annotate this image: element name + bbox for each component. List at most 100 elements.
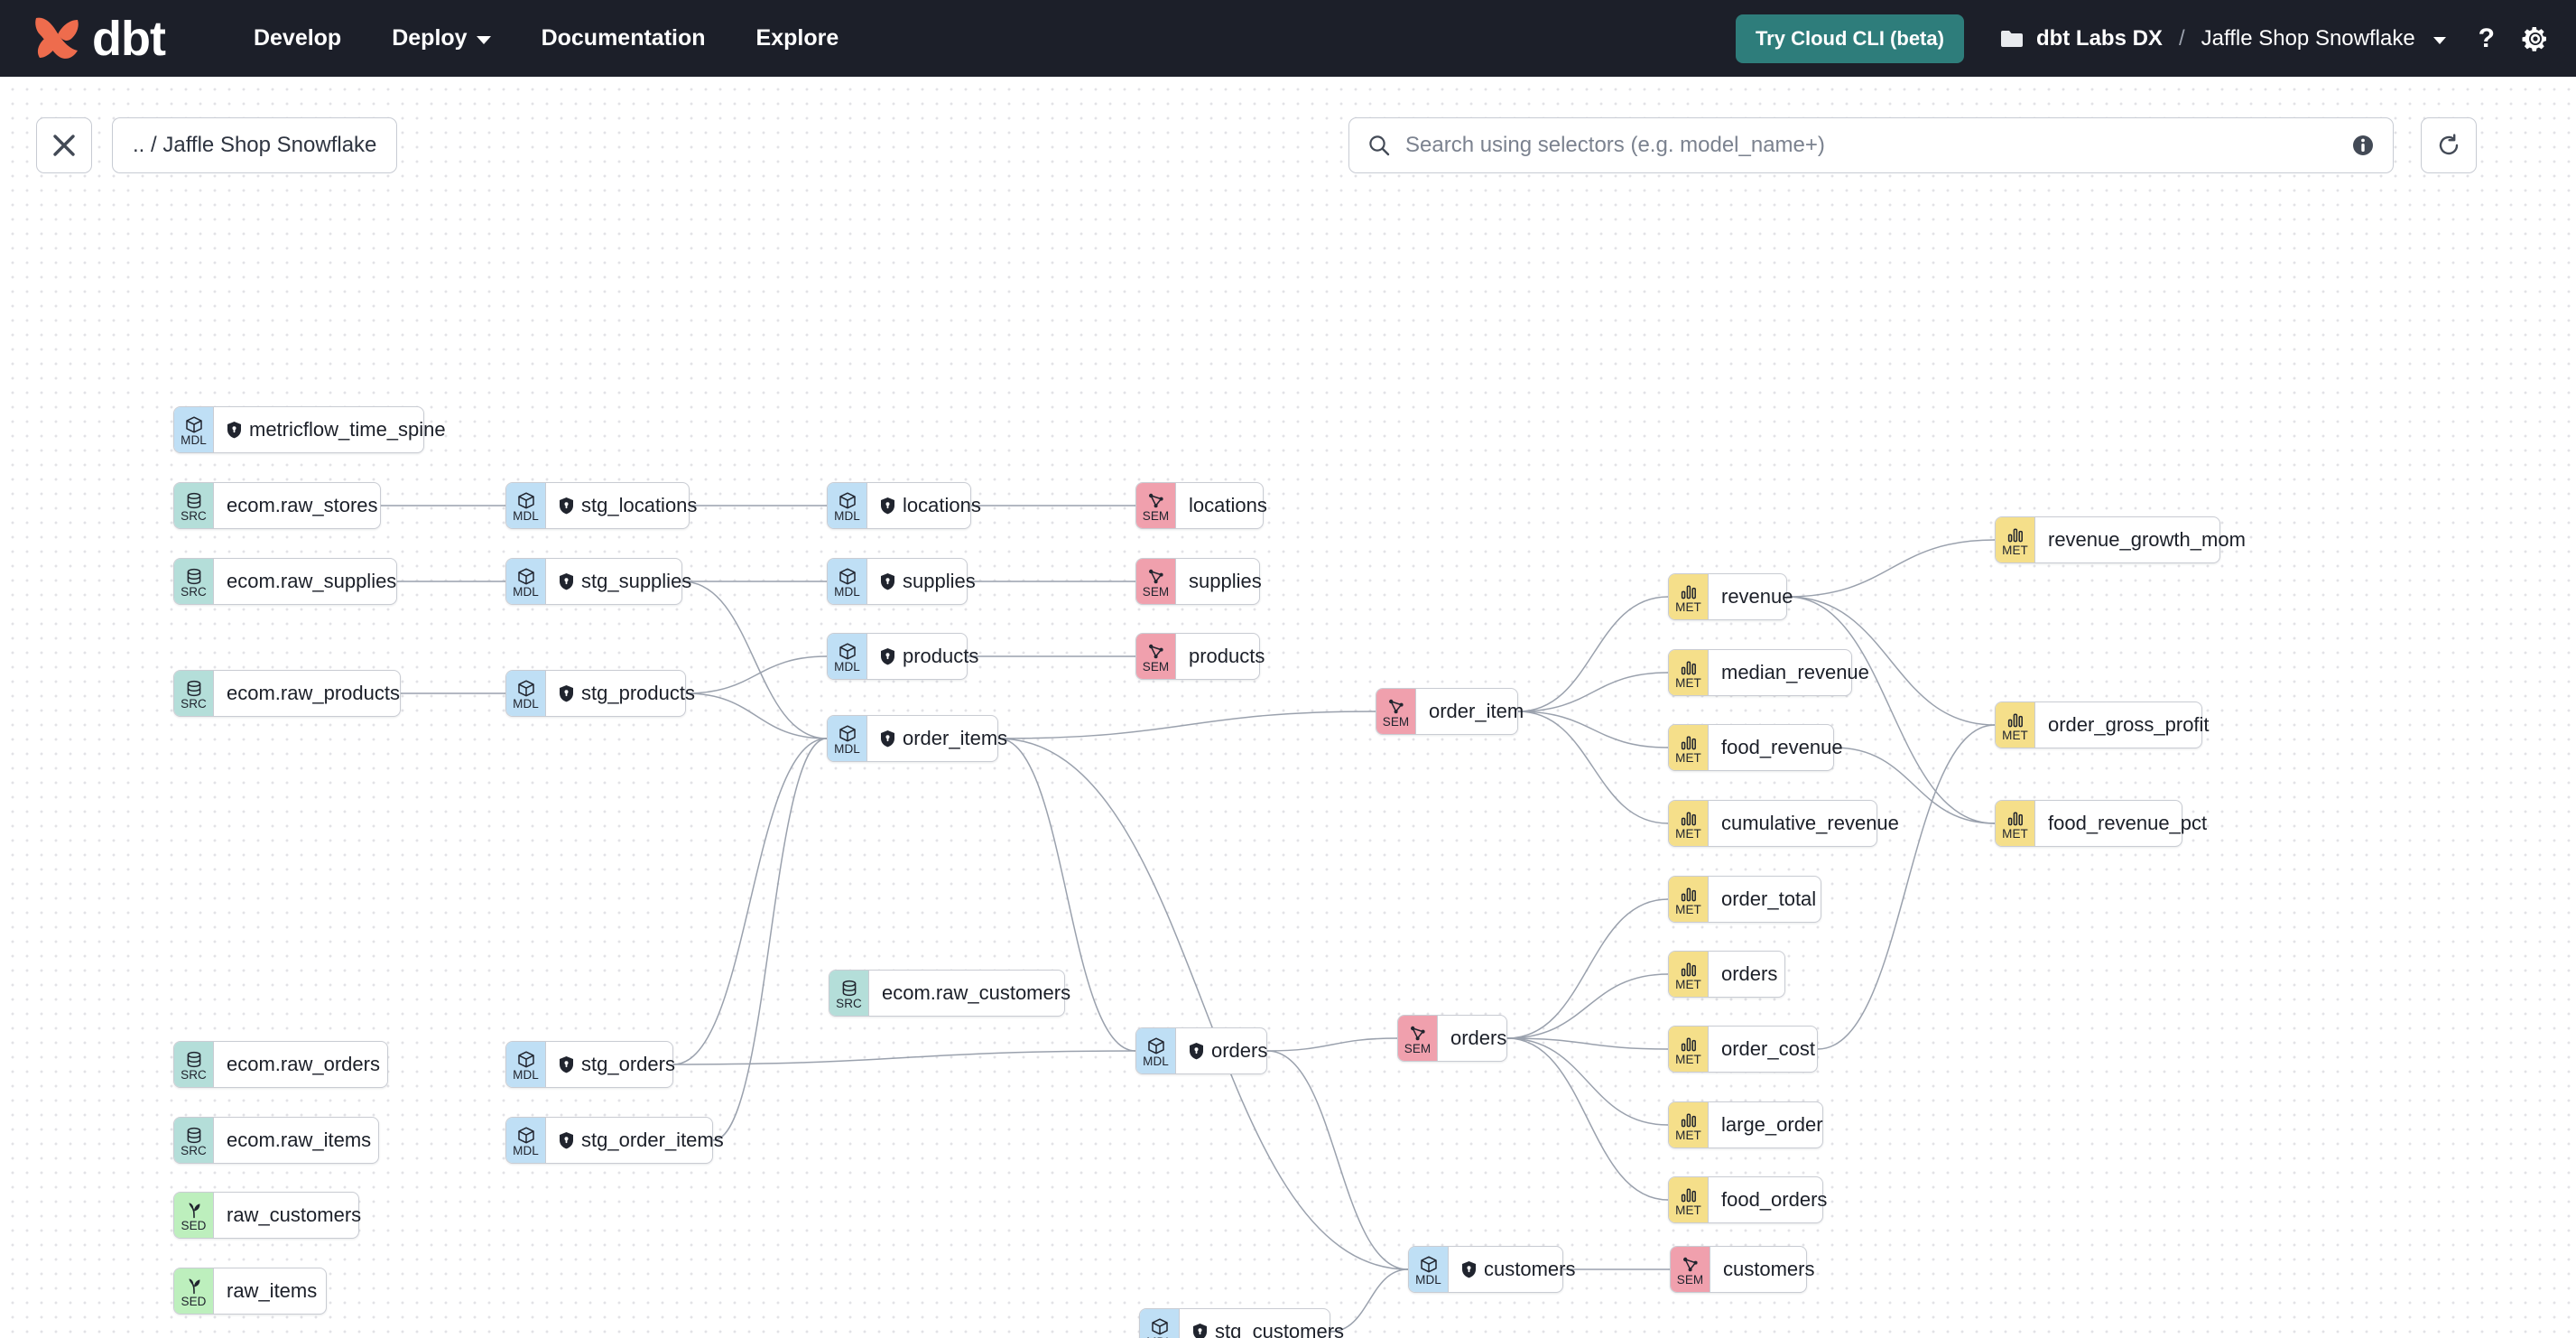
breadcrumb[interactable]: .. / Jaffle Shop Snowflake bbox=[112, 117, 398, 173]
lineage-node-ecom-raw-products[interactable]: SRC ecom.raw_products bbox=[173, 670, 401, 717]
node-type-badge-mdl: MDL bbox=[506, 671, 546, 716]
refresh-button[interactable] bbox=[2421, 117, 2477, 173]
lineage-node-orders-mdl[interactable]: MDL orders bbox=[1135, 1027, 1267, 1074]
database-icon bbox=[839, 979, 859, 998]
network-icon bbox=[1408, 1024, 1428, 1043]
node-body: orders bbox=[1438, 1016, 1521, 1061]
lineage-canvas[interactable]: MDL metricflow_time_spine SRC ecom.raw_s… bbox=[0, 77, 2576, 1338]
node-type-label: SRC bbox=[181, 585, 207, 599]
lineage-node-met-order-cost[interactable]: MET order_cost bbox=[1668, 1026, 1818, 1073]
lineage-node-ecom-raw-supplies[interactable]: SRC ecom.raw_supplies bbox=[173, 558, 397, 605]
lineage-node-met-large-order[interactable]: MET large_order bbox=[1668, 1101, 1823, 1148]
lineage-node-ecom-raw-orders[interactable]: SRC ecom.raw_orders bbox=[173, 1041, 388, 1088]
node-label: stg_locations bbox=[581, 494, 698, 516]
lineage-node-met-order-gross-profit[interactable]: MET order_gross_profit bbox=[1995, 702, 2210, 748]
info-icon[interactable] bbox=[2351, 134, 2375, 157]
node-body: stg_orders bbox=[546, 1042, 690, 1087]
node-label: ecom.raw_orders bbox=[227, 1053, 380, 1075]
close-button[interactable] bbox=[36, 117, 92, 173]
nav-item-develop-label: Develop bbox=[253, 25, 342, 51]
lineage-node-met-food-orders[interactable]: MET food_orders bbox=[1668, 1176, 1827, 1223]
lineage-node-stg-orders[interactable]: MDL stg_orders bbox=[505, 1041, 675, 1088]
cube-icon bbox=[1419, 1255, 1439, 1274]
node-label: order_total bbox=[1721, 887, 1817, 910]
account-project-breadcrumb[interactable]: dbt Labs DX / Jaffle Shop Snowflake bbox=[2000, 26, 2446, 51]
node-type-badge-src: SRC bbox=[174, 671, 214, 716]
node-label: food_orders bbox=[1721, 1188, 1828, 1211]
node-body: metricflow_time_spine bbox=[214, 407, 460, 452]
node-type-label: MET bbox=[2002, 827, 2028, 841]
lineage-node-sem-locations[interactable]: SEM locations bbox=[1135, 482, 1267, 529]
lineage-node-stg-order-items[interactable]: MDL stg_order_items bbox=[505, 1117, 724, 1164]
try-cloud-cli-button[interactable]: Try Cloud CLI (beta) bbox=[1735, 14, 1964, 63]
node-body: ecom.raw_items bbox=[214, 1118, 385, 1163]
lineage-node-customers-mdl[interactable]: MDL customers bbox=[1408, 1246, 1575, 1293]
nav-item-explore[interactable]: Explore bbox=[731, 16, 865, 60]
lineage-node-products[interactable]: MDL products bbox=[827, 633, 978, 680]
node-type-badge-mdl: MDL bbox=[506, 1118, 546, 1163]
lineage-node-ecom-raw-stores[interactable]: SRC ecom.raw_stores bbox=[173, 482, 381, 529]
lineage-node-met-food-revenue[interactable]: MET food_revenue bbox=[1668, 724, 1843, 771]
cube-icon bbox=[516, 491, 536, 510]
account-name: dbt Labs DX bbox=[2035, 25, 2163, 51]
lineage-node-locations[interactable]: MDL locations bbox=[827, 482, 981, 529]
nav-item-documentation[interactable]: Documentation bbox=[516, 16, 731, 60]
gear-icon[interactable] bbox=[2522, 25, 2549, 52]
cube-icon bbox=[516, 1050, 536, 1069]
lineage-node-sem-order-item[interactable]: SEM order_item bbox=[1376, 688, 1524, 735]
node-body: ecom.raw_customers bbox=[869, 971, 1085, 1016]
node-type-label: MDL bbox=[834, 585, 860, 599]
database-icon bbox=[184, 567, 204, 586]
cube-icon bbox=[516, 679, 536, 698]
lineage-node-met-median-revenue[interactable]: MET median_revenue bbox=[1668, 649, 1869, 696]
lineage-node-sem-supplies[interactable]: SEM supplies bbox=[1135, 558, 1262, 605]
lineage-node-stg-locations[interactable]: MDL stg_locations bbox=[505, 482, 697, 529]
node-type-label: MET bbox=[1675, 1053, 1701, 1066]
lineage-node-raw-items[interactable]: SED raw_items bbox=[173, 1268, 327, 1315]
search-input[interactable] bbox=[1405, 133, 2351, 158]
lineage-node-sem-customers[interactable]: SEM customers bbox=[1670, 1246, 1814, 1293]
node-body: stg_customers bbox=[1180, 1309, 1358, 1338]
lineage-node-met-cumulative-revenue[interactable]: MET cumulative_revenue bbox=[1668, 800, 1899, 847]
node-type-label: SEM bbox=[1404, 1042, 1432, 1055]
lineage-node-stg-products[interactable]: MDL stg_products bbox=[505, 670, 695, 717]
lineage-node-sem-orders[interactable]: SEM orders bbox=[1397, 1015, 1507, 1062]
lineage-node-met-order-total[interactable]: MET order_total bbox=[1668, 876, 1821, 923]
seedling-icon bbox=[184, 1277, 204, 1296]
bar-chart-icon bbox=[1679, 809, 1699, 828]
shield-icon bbox=[559, 684, 574, 702]
lineage-node-met-revenue-growth-mom[interactable]: MET revenue_growth_mom bbox=[1995, 516, 2246, 563]
node-type-label: MDL bbox=[513, 509, 539, 523]
nav-item-deploy[interactable]: Deploy bbox=[366, 16, 515, 60]
node-type-badge-met: MET bbox=[1669, 952, 1709, 997]
node-label: orders bbox=[1450, 1027, 1507, 1049]
lineage-node-met-orders[interactable]: MET orders bbox=[1668, 951, 1785, 998]
lineage-node-stg-customers[interactable]: MDL stg_customers bbox=[1139, 1308, 1344, 1338]
dbt-logo[interactable]: dbt bbox=[31, 14, 166, 63]
lineage-node-sem-products[interactable]: SEM products bbox=[1135, 633, 1265, 680]
search-box[interactable] bbox=[1348, 117, 2394, 173]
node-body: order_cost bbox=[1709, 1027, 1830, 1072]
node-body: supplies bbox=[867, 559, 990, 604]
lineage-node-ecom-raw-items[interactable]: SRC ecom.raw_items bbox=[173, 1117, 379, 1164]
lineage-node-raw-customers[interactable]: SED raw_customers bbox=[173, 1192, 361, 1239]
node-type-label: MDL bbox=[1146, 1336, 1172, 1338]
node-body: supplies bbox=[1176, 559, 1276, 604]
lineage-node-supplies[interactable]: MDL supplies bbox=[827, 558, 976, 605]
lineage-node-met-food-revenue-pct[interactable]: MET food_revenue_pct bbox=[1995, 800, 2207, 847]
node-type-label: SRC bbox=[181, 1068, 207, 1082]
lineage-node-order-items[interactable]: MDL order_items bbox=[827, 715, 1007, 762]
help-icon[interactable]: ? bbox=[2478, 23, 2495, 53]
node-type-badge-mdl: MDL bbox=[1140, 1309, 1180, 1338]
lineage-node-stg-supplies[interactable]: MDL stg_supplies bbox=[505, 558, 691, 605]
nav-item-develop[interactable]: Develop bbox=[228, 16, 366, 60]
node-label: customers bbox=[1723, 1258, 1815, 1280]
project-chevron-down-icon[interactable] bbox=[2432, 36, 2446, 44]
lineage-node-ecom-raw-customers[interactable]: SRC ecom.raw_customers bbox=[829, 970, 1070, 1017]
node-body: order_gross_profit bbox=[2035, 702, 2224, 748]
lineage-node-met-revenue[interactable]: MET revenue bbox=[1668, 573, 1793, 620]
node-label: food_revenue bbox=[1721, 736, 1843, 758]
bar-chart-icon bbox=[1679, 733, 1699, 752]
lineage-node-metricflow-time-spine[interactable]: MDL metricflow_time_spine bbox=[173, 406, 446, 453]
node-type-label: MET bbox=[1675, 1203, 1701, 1217]
